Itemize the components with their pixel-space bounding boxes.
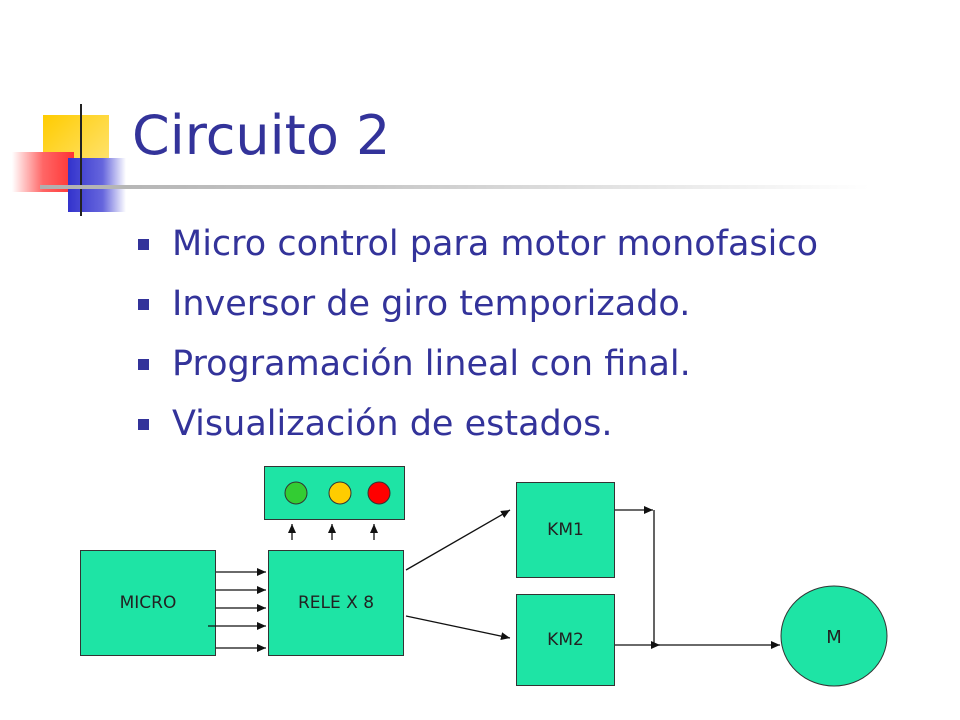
bullet-square-icon — [138, 239, 149, 250]
motor-label: M — [826, 627, 842, 648]
rele-km1-arrow — [405, 509, 511, 571]
bullet-text: Visualización de estados. — [172, 404, 613, 444]
bullet-square-icon — [138, 359, 149, 370]
bullet-text: Inversor de giro temporizado. — [172, 284, 691, 324]
bullet-text: Programación lineal con final. — [172, 344, 691, 384]
bullet-item: Programación lineal con final. — [135, 342, 818, 402]
motor-circle — [780, 585, 888, 687]
km1-box: KM1 — [516, 482, 615, 578]
bullet-square-icon — [138, 419, 149, 430]
micro-label: MICRO — [119, 593, 177, 613]
title-underline — [40, 185, 870, 189]
bullet-item: Micro control para motor monofasico — [135, 222, 818, 282]
km1-label: KM1 — [547, 520, 584, 540]
bullet-list: Micro control para motor monofasico Inve… — [135, 222, 818, 462]
bullet-item: Inversor de giro temporizado. — [135, 282, 818, 342]
rele-box: RELE X 8 — [268, 550, 404, 656]
km2-box: KM2 — [516, 594, 615, 686]
bullet-text: Micro control para motor monofasico — [172, 224, 819, 264]
indicator-light-green — [284, 481, 308, 505]
bullet-square-icon — [138, 299, 149, 310]
km2-label: KM2 — [547, 630, 584, 650]
micro-box: MICRO — [80, 550, 216, 656]
indicator-light-red — [367, 481, 391, 505]
slide-title: Circuito 2 — [132, 104, 391, 167]
deco-vertical-line — [80, 104, 82, 216]
rele-km2-arrow — [405, 615, 511, 641]
bullet-item: Visualización de estados. — [135, 402, 818, 462]
indicator-light-yellow — [328, 481, 352, 505]
rele-label: RELE X 8 — [297, 593, 375, 613]
